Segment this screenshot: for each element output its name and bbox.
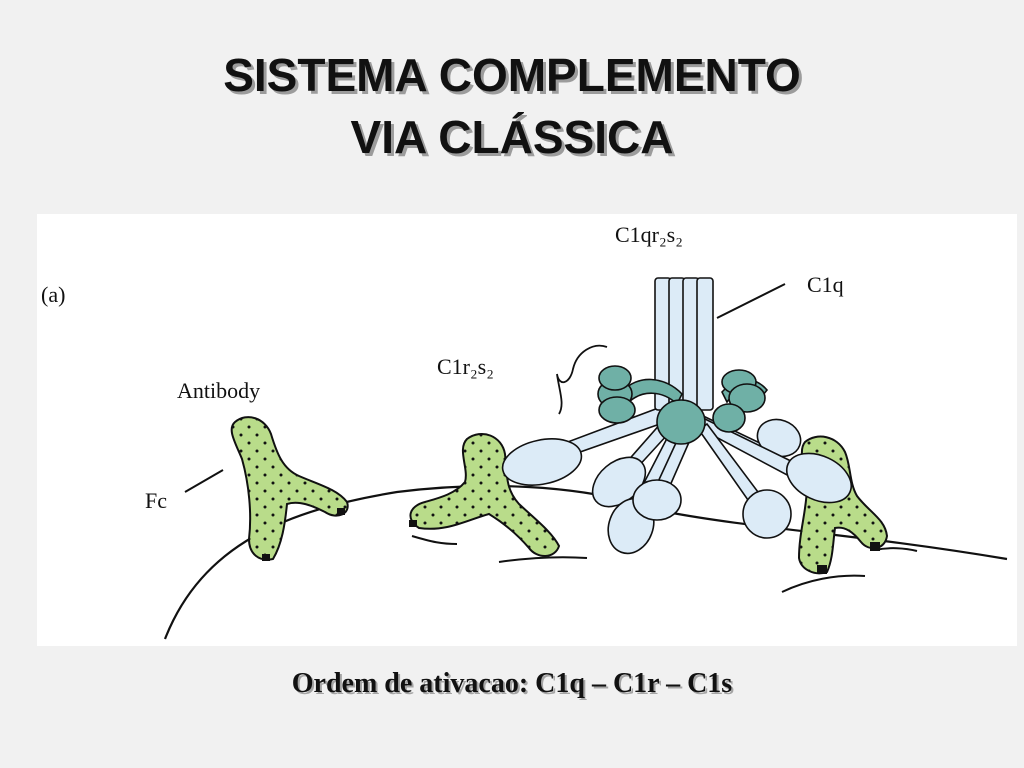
c1r2s2-label: C1r₂s₂ xyxy=(437,354,494,379)
membrane-fold-2 xyxy=(498,556,588,563)
antibody-label: Antibody xyxy=(177,378,261,403)
title-line-1: SISTEMA COMPLEMENTO xyxy=(223,49,801,101)
fc-leader-line xyxy=(184,469,224,493)
c1q-stalk xyxy=(654,277,714,411)
panel-label: (a) xyxy=(41,282,66,307)
activation-order-caption: Ordem de ativacao: C1q – C1r – C1s xyxy=(291,668,733,699)
c1q-arms xyxy=(501,403,852,555)
antibody-2 xyxy=(409,433,561,557)
complex-label: C1qr₂s₂ xyxy=(615,222,683,247)
c1r2s2-brace xyxy=(556,344,608,415)
title-line-2: VIA CLÁSSICA xyxy=(350,111,674,163)
antibody-1 xyxy=(230,416,349,561)
diagram-panel: (a) C1qr₂s₂ C1q C1r₂s₂ Antibody Fc xyxy=(37,214,1017,646)
classical-pathway-diagram xyxy=(163,277,1008,640)
fc-label: Fc xyxy=(145,488,167,513)
membrane-fold-1 xyxy=(411,535,458,545)
slide-title: SISTEMA COMPLEMENTO VIA CLÁSSICA xyxy=(0,44,1024,168)
membrane-fold-3 xyxy=(781,574,866,593)
c1q-leader-line xyxy=(716,283,786,319)
membrane-fold-4 xyxy=(874,547,918,552)
c1q-label: C1q xyxy=(807,272,844,297)
c1r2s2-complex xyxy=(597,365,769,445)
cell-membrane xyxy=(163,484,1008,640)
